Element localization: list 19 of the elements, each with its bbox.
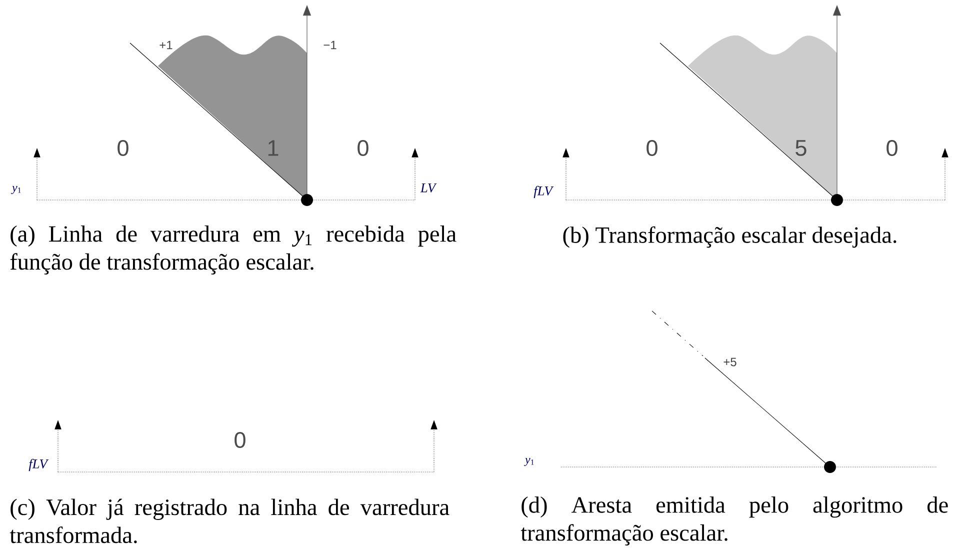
- region-value: 1: [268, 140, 278, 156]
- axis-label: y$_{1}$: [524, 458, 534, 466]
- region-value: 0: [118, 140, 128, 156]
- region-value: 0: [234, 432, 246, 448]
- region-value: 5: [796, 140, 806, 156]
- subfigure-caption: (c) Valor já registrado na linha de varredura transformada.: [10, 498, 450, 544]
- subfigure-caption: (b) Transformação escalar desejada.: [563, 226, 896, 248]
- region-value: 0: [886, 140, 898, 156]
- region-value: 0: [358, 140, 368, 156]
- weight-label: +1: [160, 40, 172, 50]
- axis-label: LV: [420, 184, 437, 192]
- weight-label: −1: [324, 40, 336, 50]
- axis-label: fLV: [28, 458, 49, 472]
- region-value: 0: [646, 140, 658, 156]
- axis-label: fLV: [534, 186, 554, 198]
- subfigure-caption: (a) Linha de varredura em y$_{1}$ recebida pela função de transformação escalar.: [10, 225, 456, 275]
- subfigure-caption: (d) Aresta emitida pelo algoritmo de transformação escalar.: [520, 496, 948, 546]
- axis-label: y$_{1}$: [11, 186, 21, 194]
- weight-label: +5: [724, 358, 736, 366]
